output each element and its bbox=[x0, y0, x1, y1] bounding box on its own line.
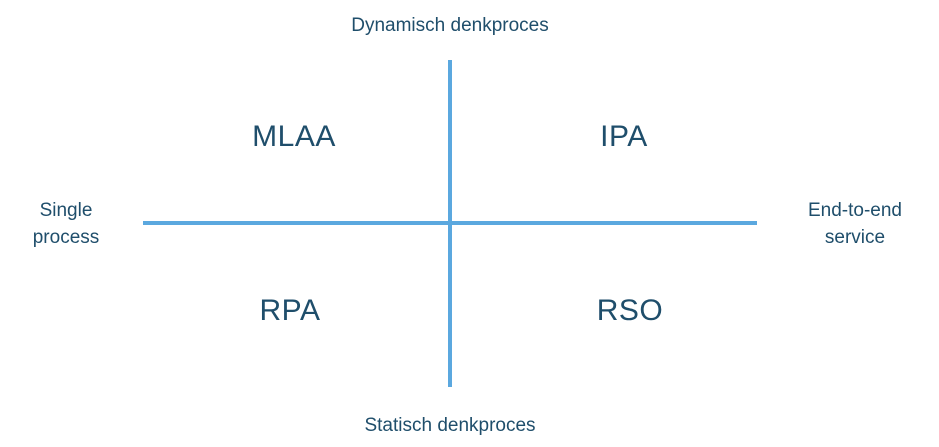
axis-label-left: Single process bbox=[6, 197, 126, 251]
horizontal-axis-line bbox=[143, 221, 757, 225]
axis-label-left-line-1: Single bbox=[39, 200, 93, 221]
quadrant-label-top-right: IPA bbox=[600, 120, 648, 153]
axis-label-left-line-2: process bbox=[32, 227, 100, 248]
quadrant-label-bottom-right: RSO bbox=[596, 294, 664, 327]
axis-label-bottom: Statisch denkproces bbox=[364, 415, 536, 436]
axis-label-right-line-2: service bbox=[824, 227, 886, 248]
quadrant-label-bottom-left: RPA bbox=[259, 294, 321, 327]
axis-label-right-line-1: End-to-end bbox=[807, 200, 902, 221]
quadrant-label-top-left: MLAA bbox=[252, 120, 336, 153]
axis-label-top: Dynamisch denkproces bbox=[351, 15, 549, 36]
axis-label-right: End-to-end service bbox=[780, 197, 930, 251]
